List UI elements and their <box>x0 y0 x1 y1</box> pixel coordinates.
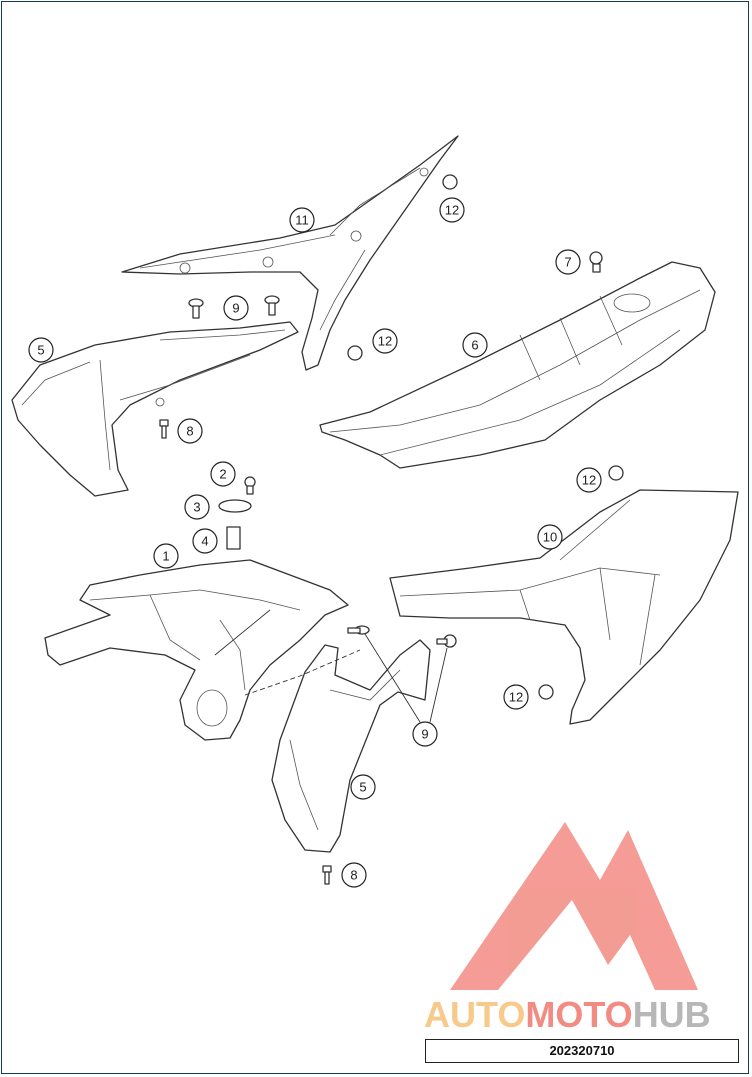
svg-text:12: 12 <box>445 203 459 218</box>
svg-text:8: 8 <box>186 424 193 439</box>
svg-text:2: 2 <box>219 467 226 482</box>
svg-text:4: 4 <box>201 534 208 549</box>
hardware-items <box>159 174 624 885</box>
svg-text:12: 12 <box>378 334 392 349</box>
part-5-side-cover-left <box>11 321 299 497</box>
svg-text:10: 10 <box>543 530 557 545</box>
svg-text:9: 9 <box>232 301 239 316</box>
svg-text:1: 1 <box>162 549 169 564</box>
part-1-rear-frame <box>44 559 361 741</box>
callout-12-a: 12 <box>439 197 465 223</box>
callout-9-lower: 9 <box>412 721 438 747</box>
callout-3: 3 <box>184 494 210 520</box>
automotohub-logo-mark <box>450 822 698 990</box>
callout-7: 7 <box>555 249 581 275</box>
part-10-side-cover-right <box>389 489 739 725</box>
part-11-side-cover <box>121 135 459 371</box>
callout-12-d: 12 <box>503 684 529 710</box>
callout-12-b: 12 <box>372 328 398 354</box>
callout-11: 11 <box>289 207 315 233</box>
svg-text:12: 12 <box>582 473 596 488</box>
svg-text:5: 5 <box>359 780 366 795</box>
callout-1: 1 <box>153 543 179 569</box>
automotohub-logo-text: AUTOMOTOHUB <box>424 994 711 1035</box>
part-5-side-cover-lower <box>271 639 431 853</box>
callout-8-upper: 8 <box>177 418 203 444</box>
svg-text:3: 3 <box>193 500 200 515</box>
svg-text:11: 11 <box>295 213 309 228</box>
callout-9-upper: 9 <box>223 295 249 321</box>
part-6-seat <box>319 261 716 469</box>
reference-number: 202320710 <box>425 1039 739 1063</box>
callout-4: 4 <box>192 528 218 554</box>
callout-5-lower: 5 <box>350 774 376 800</box>
svg-text:5: 5 <box>37 343 44 358</box>
callout-2: 2 <box>210 461 236 487</box>
callout-6: 6 <box>462 332 488 358</box>
svg-text:7: 7 <box>564 255 571 270</box>
svg-text:8: 8 <box>350 868 357 883</box>
callout-12-c: 12 <box>576 467 602 493</box>
callout-10: 10 <box>537 524 563 550</box>
callout-8-lower: 8 <box>341 862 367 888</box>
svg-text:6: 6 <box>471 338 478 353</box>
callout-5-upper: 5 <box>28 337 54 363</box>
svg-text:9: 9 <box>421 727 428 742</box>
svg-text:12: 12 <box>509 690 523 705</box>
